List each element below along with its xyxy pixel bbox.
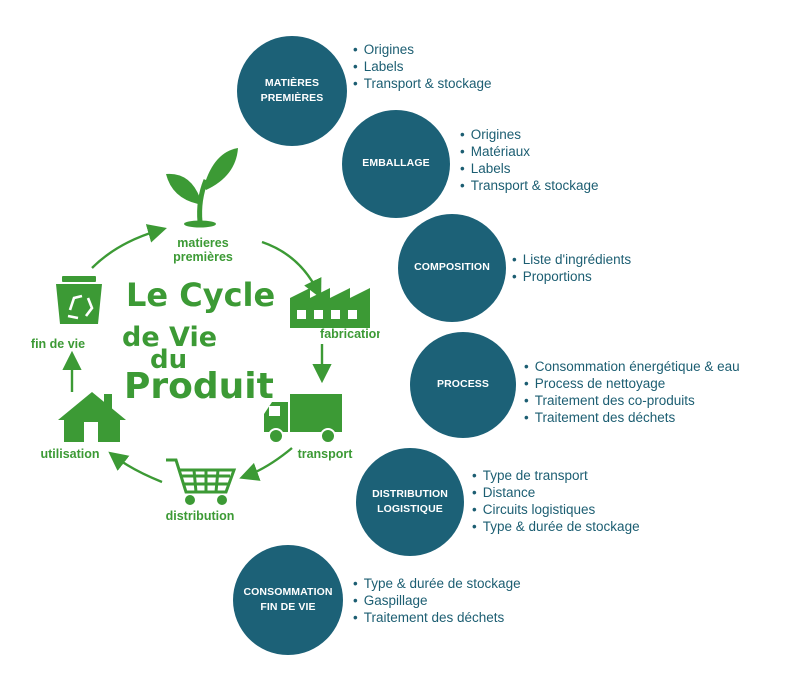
arrow-matieres-to-fabrication [261, 240, 322, 299]
stage-consommation-fin-de-vie-items: Type & durée de stockage Gaspillage Trai… [353, 575, 521, 626]
list-item: Origines [460, 126, 599, 143]
stage-emballage: EMBALLAGE [342, 110, 450, 218]
list-item: Traitement des co-produits [524, 392, 740, 409]
arrow-distribution-to-utilisation [108, 451, 163, 484]
title-line-4: Produit [124, 366, 274, 407]
stage-name-consommation-fin-de-vie: CONSOMMATION FIN DE VIE [243, 585, 333, 613]
stage-distribution-logistique-items: Type de transport Distance Circuits logi… [472, 467, 640, 535]
cycle-arrows [62, 224, 332, 484]
stage-name-process: PROCESS [436, 378, 490, 391]
list-item: Type & durée de stockage [472, 518, 640, 535]
stage-composition-items: Liste d'ingrédients Proportions [512, 251, 631, 285]
title-line-2: de Vie [122, 322, 217, 353]
list-item: Liste d'ingrédients [512, 251, 631, 268]
stage-name-emballage: EMBALLAGE [362, 157, 430, 170]
list-item: Labels [353, 58, 492, 75]
truck-icon [264, 394, 342, 444]
list-item: Traitement des déchets [353, 609, 521, 626]
stage-matieres-premieres-items: Origines Labels Transport & stockage [353, 41, 492, 92]
stage-process: PROCESS [410, 332, 516, 438]
house-icon [58, 392, 126, 442]
list-item: Matériaux [460, 143, 599, 160]
title-line-1: Le Cycle [126, 276, 275, 314]
cycle-label-findevie: fin de vie [31, 337, 85, 351]
list-item: Distance [472, 484, 640, 501]
cycle-label-line: premières [173, 250, 233, 264]
title-line-3: du [150, 345, 187, 375]
shopping-cart-icon [166, 458, 237, 505]
cycle-label-distribution: distribution [166, 509, 235, 523]
cycle-label-transport: transport [298, 447, 354, 461]
stage-matieres-premieres: MATIÈRES PREMIÈRES [237, 36, 347, 146]
cycle-label-line: matieres [177, 236, 228, 250]
stage-composition: COMPOSITION [398, 214, 506, 322]
arrow-findevie-to-matieres [91, 224, 167, 269]
list-item: Traitement des déchets [524, 409, 740, 426]
arrow-transport-to-distribution [239, 447, 293, 481]
recycle-symbol-icon [67, 294, 94, 320]
list-item: Type de transport [472, 467, 640, 484]
list-item: Type & durée de stockage [353, 575, 521, 592]
stage-name-matieres-premieres: MATIÈRES PREMIÈRES [260, 76, 324, 104]
cycle-label-utilisation: utilisation [40, 447, 99, 461]
cycle-label-fabrication: fabrication [320, 327, 380, 341]
list-item: Transport & stockage [353, 75, 492, 92]
list-item: Transport & stockage [460, 177, 599, 194]
stage-distribution-logistique: DISTRIBUTION LOGISTIQUE [356, 448, 464, 556]
list-item: Proportions [512, 268, 631, 285]
stage-consommation-fin-de-vie: CONSOMMATION FIN DE VIE [233, 545, 343, 655]
list-item: Circuits logistiques [472, 501, 640, 518]
recycle-bin-icon [56, 276, 102, 324]
stage-name-distribution-logistique: DISTRIBUTION LOGISTIQUE [372, 487, 448, 515]
stage-name-composition: COMPOSITION [414, 261, 490, 274]
list-item: Gaspillage [353, 592, 521, 609]
stage-process-items: Consommation énergétique & eau Process d… [524, 358, 740, 426]
plant-sprout-icon [166, 148, 238, 228]
list-item: Consommation énergétique & eau [524, 358, 740, 375]
list-item: Labels [460, 160, 599, 177]
factory-icon [290, 288, 370, 328]
stage-emballage-items: Origines Matériaux Labels Transport & st… [460, 126, 599, 194]
list-item: Process de nettoyage [524, 375, 740, 392]
list-item: Origines [353, 41, 492, 58]
